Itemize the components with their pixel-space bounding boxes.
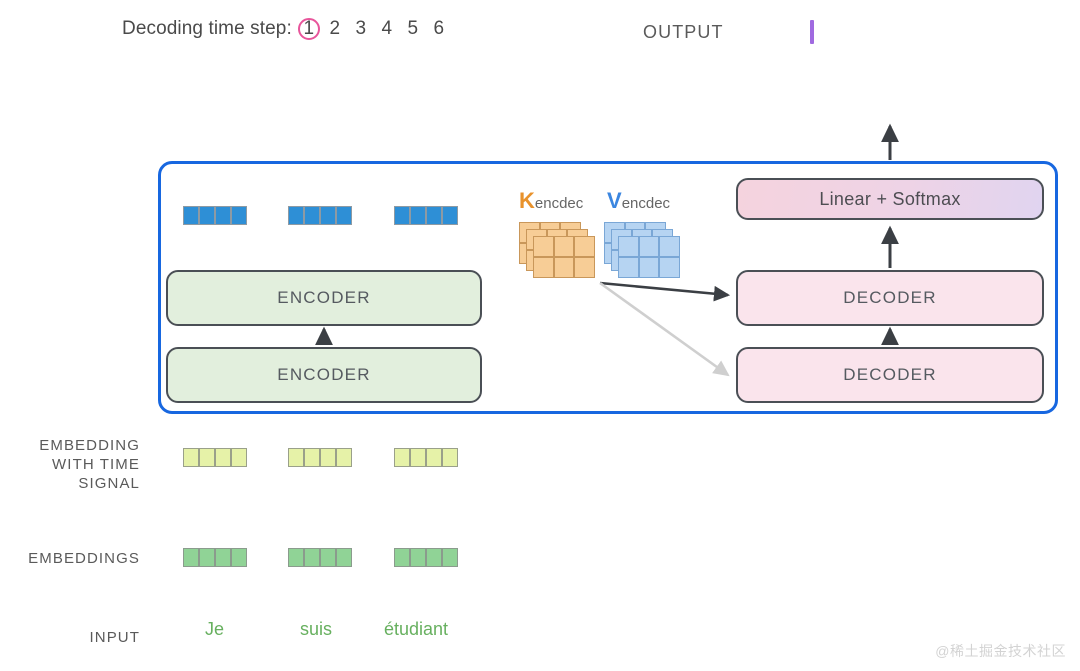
vector-cell (304, 448, 320, 467)
output-section: OUTPUT (643, 20, 814, 44)
row-label-input: INPUT (89, 629, 140, 646)
vector-cell (394, 548, 410, 567)
time-step-1[interactable]: 1 (296, 18, 322, 40)
time-step-numbers: 1 2 3 4 5 6 (296, 18, 452, 40)
k-matrix-layer-1 (533, 236, 595, 278)
vector-cell (304, 548, 320, 567)
vector-cell (320, 206, 336, 225)
input-word-3: étudiant (384, 619, 449, 639)
time-step-4[interactable]: 4 (381, 18, 393, 39)
input-word-2: suis (300, 619, 333, 639)
encoder-box-top[interactable]: ENCODER (166, 270, 482, 326)
row-label-embedding-with-time-signal: EMBEDDING WITH TIME SIGNAL (0, 436, 140, 494)
vector-cell (215, 548, 231, 567)
decoder-box-bottom[interactable]: DECODER (736, 347, 1044, 403)
decoding-time-step-label: Decoding time step: (122, 18, 292, 39)
vector-cell (215, 206, 231, 225)
vector-cell (183, 448, 199, 467)
vector-cell (442, 206, 458, 225)
vector-cell (442, 448, 458, 467)
time-signal-vector-3 (394, 448, 458, 467)
time-step-3[interactable]: 3 (355, 18, 367, 39)
vector-cell (288, 548, 304, 567)
encoder-box-bottom-label: ENCODER (277, 365, 371, 384)
vector-cell (410, 448, 426, 467)
time-step-2[interactable]: 2 (329, 18, 341, 39)
time-signal-vector-2 (288, 448, 352, 467)
vector-cell (199, 448, 215, 467)
vector-cell (410, 548, 426, 567)
output-cursor-icon (809, 20, 814, 44)
time-step-6[interactable]: 6 (433, 18, 445, 39)
row-label-line-2: WITH TIME (52, 456, 140, 474)
time-step-5[interactable]: 5 (407, 18, 419, 39)
vector-cell (183, 206, 199, 225)
k-letter: K (519, 188, 535, 213)
output-label: OUTPUT (643, 21, 724, 42)
time-signal-vector-1 (183, 448, 247, 467)
encoder-box-top-label: ENCODER (277, 288, 371, 307)
vector-cell (336, 548, 352, 567)
vector-cell (288, 448, 304, 467)
k-encdec-matrix (519, 222, 595, 278)
decoder-box-top[interactable]: DECODER (736, 270, 1044, 326)
v-encdec-matrix (604, 222, 680, 278)
input-word-1: Je (205, 619, 225, 639)
vector-cell (231, 548, 247, 567)
row-label-line-1: EMBEDDING (39, 437, 140, 454)
decoder-box-top-label: DECODER (843, 288, 937, 307)
vector-cell (410, 206, 426, 225)
decoder-box-bottom-label: DECODER (843, 365, 937, 384)
encoder-output-vector-3 (394, 206, 458, 225)
vector-cell (320, 548, 336, 567)
linear-softmax-box[interactable]: Linear + Softmax (736, 178, 1044, 220)
row-label-line-3: SIGNAL (78, 475, 140, 493)
v-letter: V (607, 188, 622, 213)
embedding-vector-1 (183, 548, 247, 567)
vector-cell (288, 206, 304, 225)
row-label-embeddings: EMBEDDINGS (28, 550, 140, 567)
vector-cell (394, 206, 410, 225)
vector-cell (304, 206, 320, 225)
watermark: @稀土掘金技术社区 (935, 643, 1066, 659)
encoder-output-vector-2 (288, 206, 352, 225)
vector-cell (320, 448, 336, 467)
vector-cell (199, 548, 215, 567)
linear-softmax-label: Linear + Softmax (819, 188, 961, 209)
vector-cell (426, 548, 442, 567)
vector-cell (231, 206, 247, 225)
embedding-vector-2 (288, 548, 352, 567)
vector-cell (394, 448, 410, 467)
encoder-output-vector-1 (183, 206, 247, 225)
embedding-vector-3 (394, 548, 458, 567)
k-encdec-label: Kencdec (519, 188, 583, 214)
v-matrix-layer-1 (618, 236, 680, 278)
encoder-box-bottom[interactable]: ENCODER (166, 347, 482, 403)
vector-cell (215, 448, 231, 467)
k-subscript: encdec (534, 195, 584, 212)
vector-cell (426, 206, 442, 225)
vector-cell (442, 548, 458, 567)
decoding-time-step-row: Decoding time step: 1 2 3 4 5 6 (122, 18, 452, 40)
vector-cell (336, 206, 352, 225)
vector-cell (231, 448, 247, 467)
vector-cell (183, 548, 199, 567)
v-encdec-label: Vencdec (607, 188, 670, 214)
vector-cell (336, 448, 352, 467)
vector-cell (199, 206, 215, 225)
v-subscript: encdec (621, 195, 671, 212)
vector-cell (426, 448, 442, 467)
